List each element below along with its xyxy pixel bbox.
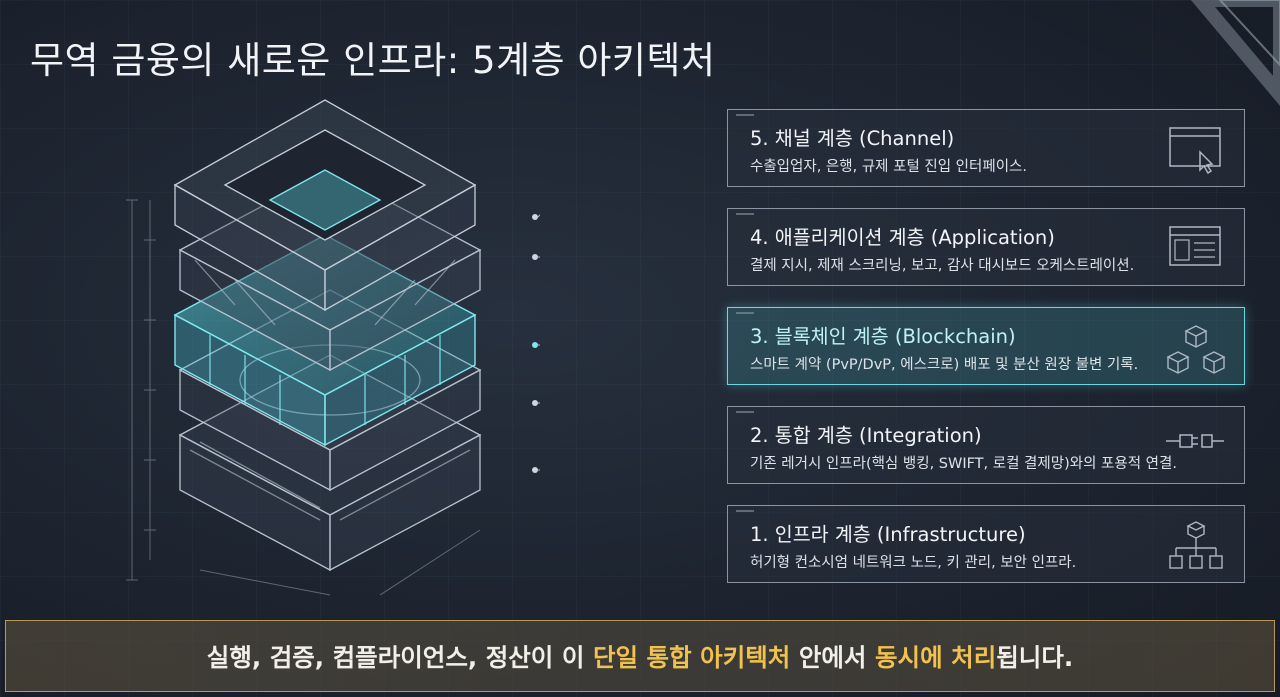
browser-cursor-icon: [1169, 127, 1221, 174]
dashboard-window-icon: [1169, 226, 1221, 266]
card-tick: [736, 114, 754, 116]
layer-title: 2. 통합 계층 (Integration): [750, 424, 982, 447]
card-tick: [736, 411, 754, 413]
layer-title: 3. 블록체인 계층 (Blockchain): [750, 325, 1016, 348]
summary-part: 됩니다.: [996, 642, 1074, 672]
layer-description: 기존 레거시 인프라(핵심 뱅킹, SWIFT, 로컬 결제망)와의 포용적 연…: [750, 456, 1177, 472]
summary-part: 실행, 검증, 컴플라이언스, 정산이 이: [206, 642, 593, 672]
page-title: 무역 금융의 새로운 인프라: 5계층 아키텍처: [30, 39, 716, 82]
summary-banner: 실행, 검증, 컴플라이언스, 정산이 이 단일 통합 아키텍처 안에서 동시에…: [5, 620, 1275, 692]
layer-description: 허기형 컨소시엄 네트워크 노드, 키 관리, 보안 인프라.: [750, 555, 1077, 571]
layer-card-application: 4. 애플리케이션 계층 (Application) 결제 지시, 제재 스크리…: [727, 208, 1245, 286]
layer-title: 4. 애플리케이션 계층 (Application): [750, 226, 1055, 249]
layer-card-integration: 2. 통합 계층 (Integration) 기존 레거시 인프라(핵심 뱅킹,…: [727, 406, 1245, 484]
summary-highlight: 동시에 처리: [875, 642, 997, 672]
card-tick: [736, 510, 754, 512]
set-square-decoration: [1190, 0, 1280, 106]
summary-highlight: 단일 통합 아키텍처: [592, 642, 791, 672]
layer-description: 스마트 계약 (PvP/DvP, 에스크로) 배포 및 분산 원장 불변 기록.: [750, 357, 1139, 373]
summary-part: 안에서: [790, 642, 876, 672]
layer-stack-illustration: [126, 99, 540, 596]
card-tick: [736, 213, 754, 215]
summary-text: 실행, 검증, 컴플라이언스, 정산이 이 단일 통합 아키텍처 안에서 동시에…: [207, 639, 1073, 674]
layer-description: 결제 지시, 제재 스크리닝, 보고, 감사 대시보드 오케스트레이션.: [750, 258, 1135, 274]
plug-connector-icon: [1166, 434, 1224, 448]
layer-title: 1. 인프라 계층 (Infrastructure): [750, 523, 1026, 546]
layer-description: 수출입업자, 은행, 규제 포털 진입 인터페이스.: [750, 159, 1027, 175]
layer-card-infrastructure: 1. 인프라 계층 (Infrastructure) 허기형 컨소시엄 네트워크…: [727, 505, 1245, 583]
card-tick: [736, 312, 754, 314]
layer-card-channel: 5. 채널 계층 (Channel) 수출입업자, 은행, 규제 포털 진입 인…: [727, 109, 1245, 187]
layer-title: 5. 채널 계층 (Channel): [750, 127, 955, 150]
cubes-network-icon: [1166, 325, 1226, 374]
node-hierarchy-icon: [1169, 521, 1223, 569]
layer-card-blockchain: 3. 블록체인 계층 (Blockchain) 스마트 계약 (PvP/DvP,…: [727, 307, 1245, 385]
